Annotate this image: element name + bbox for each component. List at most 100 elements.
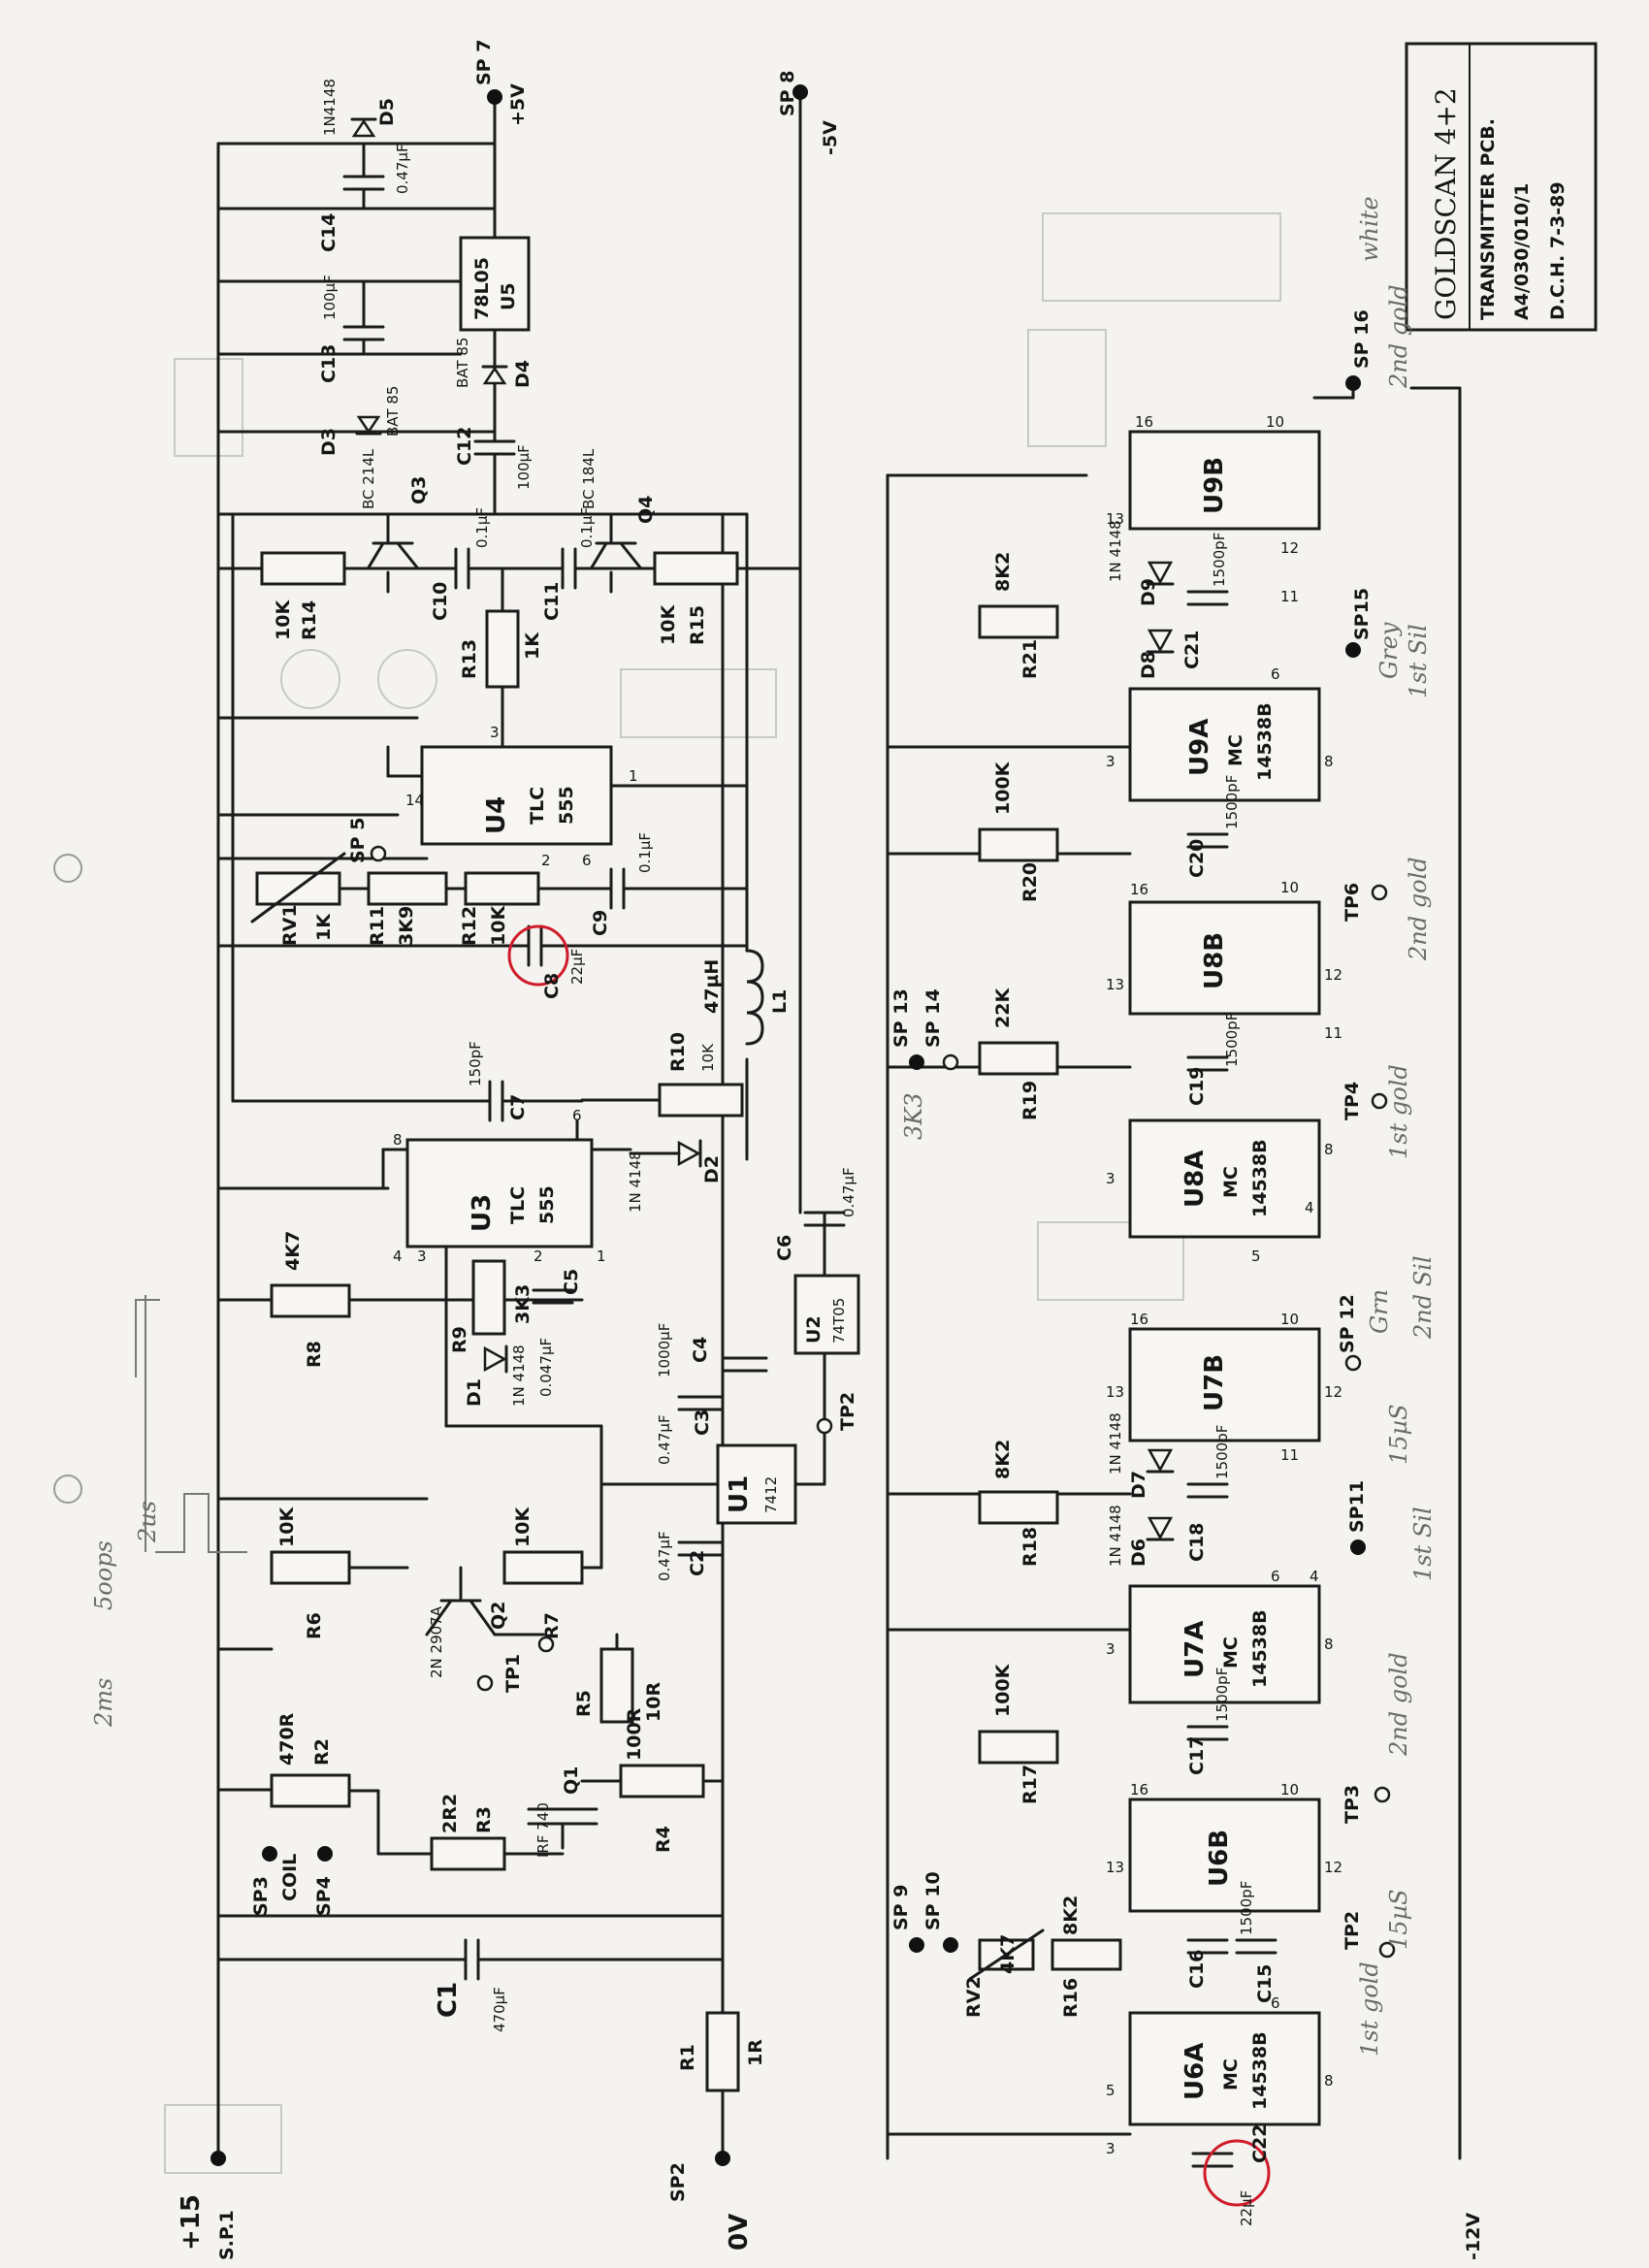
capacitor-c6: C6 0.47µF bbox=[774, 1017, 857, 1278]
plus15-label: +15 bbox=[177, 2194, 206, 2251]
svg-text:BAT 85: BAT 85 bbox=[454, 338, 471, 388]
svg-text:1500pF: 1500pF bbox=[1213, 1425, 1231, 1479]
svg-text:3K3: 3K3 bbox=[900, 1093, 927, 1140]
svg-text:TP2: TP2 bbox=[1342, 1911, 1363, 1950]
ic-u1: U1 7412 bbox=[599, 1351, 826, 1525]
svg-text:1N 4148: 1N 4148 bbox=[1107, 520, 1124, 582]
svg-text:C5: C5 bbox=[561, 1269, 582, 1295]
ic-u7a: U7A MC 14538B 3 8 6 4 bbox=[1106, 1568, 1334, 1704]
svg-text:R4: R4 bbox=[653, 1826, 674, 1853]
sp2-label: SP2 bbox=[667, 2162, 689, 2202]
svg-text:RV2: RV2 bbox=[963, 1976, 985, 2018]
svg-text:C6: C6 bbox=[774, 1235, 795, 1261]
svg-text:4: 4 bbox=[1305, 1199, 1314, 1216]
svg-text:R7: R7 bbox=[541, 1612, 563, 1639]
svg-text:U9A: U9A bbox=[1185, 719, 1214, 776]
svg-text:10: 10 bbox=[1280, 1311, 1299, 1328]
svg-text:TP3: TP3 bbox=[1342, 1785, 1363, 1824]
svg-text:1500pF: 1500pF bbox=[1238, 1881, 1255, 1935]
svg-text:7412: 7412 bbox=[762, 1476, 780, 1513]
svg-text:1st gold: 1st gold bbox=[1356, 1961, 1383, 2057]
svg-text:8K2: 8K2 bbox=[992, 1440, 1014, 1479]
resistor-r12: R12 10K bbox=[444, 871, 584, 946]
svg-text:8: 8 bbox=[393, 1131, 403, 1149]
capacitor-c22: C22 22µF bbox=[1191, 2124, 1271, 2226]
u5-regulator: 78L05 U5 bbox=[459, 236, 531, 409]
svg-text:16: 16 bbox=[1130, 1781, 1148, 1798]
svg-text:10K: 10K bbox=[276, 1507, 298, 1547]
transistor-q4: Q4 BC 184L bbox=[580, 448, 657, 594]
svg-text:13: 13 bbox=[1106, 1383, 1124, 1401]
svg-text:2: 2 bbox=[541, 852, 551, 869]
diode-d6: D6 1N 4148 bbox=[1107, 1505, 1175, 1567]
svg-text:C16: C16 bbox=[1186, 1950, 1208, 1989]
svg-text:SP 12: SP 12 bbox=[1337, 1294, 1358, 1353]
svg-text:12: 12 bbox=[1280, 539, 1299, 557]
resistor-r15: 10K R15 bbox=[609, 551, 802, 645]
svg-text:R9: R9 bbox=[449, 1326, 470, 1353]
minus5-label: -5V bbox=[820, 120, 841, 155]
zero-v-label: 0V bbox=[725, 2214, 754, 2251]
svg-text:D4: D4 bbox=[512, 360, 534, 388]
svg-text:R14: R14 bbox=[299, 600, 320, 640]
binder-holes bbox=[53, 854, 82, 1504]
svg-text:Q3: Q3 bbox=[408, 476, 430, 504]
monostable-section-wiring bbox=[886, 381, 1355, 2160]
svg-text:R8: R8 bbox=[304, 1341, 325, 1368]
svg-text:16: 16 bbox=[1130, 881, 1148, 898]
svg-text:SP 5: SP 5 bbox=[347, 818, 369, 863]
svg-text:C19: C19 bbox=[1186, 1067, 1208, 1106]
ic-u9a: U9A MC 14538B 3 8 6 bbox=[1106, 665, 1334, 802]
svg-text:2us: 2us bbox=[134, 1501, 161, 1543]
svg-text:100µF: 100µF bbox=[321, 275, 339, 320]
ic-u8a: U8A MC 14538B 3 8 4 5 bbox=[1106, 1118, 1334, 1265]
svg-text:SP 14: SP 14 bbox=[922, 988, 944, 1048]
capacitor-c7: 150pF C7 bbox=[231, 1041, 584, 1122]
resistor-r7: 10K R7 bbox=[502, 1424, 603, 1639]
power-rails: +15 S.P.1 0V SP2 +5V SP 7 -5V SP 8 -12V bbox=[177, 40, 1484, 2260]
svg-text:10: 10 bbox=[1280, 1781, 1299, 1798]
svg-text:6: 6 bbox=[572, 1107, 582, 1124]
svg-text:R15: R15 bbox=[687, 605, 708, 645]
ic-u6a: U6A MC 14538B 5 3 8 6 bbox=[1106, 1994, 1334, 2157]
svg-text:R19: R19 bbox=[1019, 1081, 1041, 1120]
svg-text:D5: D5 bbox=[376, 98, 398, 126]
svg-text:78L05: 78L05 bbox=[471, 257, 493, 320]
svg-text:SP 16: SP 16 bbox=[1351, 309, 1373, 369]
svg-text:R1: R1 bbox=[677, 2044, 698, 2071]
svg-text:C12: C12 bbox=[454, 427, 475, 466]
test-point-sp12: SP 12 bbox=[1337, 1294, 1362, 1372]
svg-text:74T05: 74T05 bbox=[830, 1298, 848, 1344]
svg-text:D2: D2 bbox=[701, 1155, 723, 1183]
svg-text:13: 13 bbox=[1106, 510, 1124, 528]
svg-text:BC 214L: BC 214L bbox=[360, 448, 377, 509]
svg-text:R16: R16 bbox=[1060, 1978, 1082, 2018]
svg-text:U8A: U8A bbox=[1180, 1150, 1210, 1208]
svg-text:D9: D9 bbox=[1138, 578, 1159, 606]
capacitor-c14: C14 0.47µF bbox=[318, 142, 411, 252]
svg-text:470R: 470R bbox=[276, 1712, 298, 1766]
resistor-r4: 100R R4 bbox=[580, 1707, 725, 1853]
svg-text:RV1: RV1 bbox=[279, 904, 301, 946]
svg-text:SP3: SP3 bbox=[250, 1876, 272, 1916]
title-text: GOLDSCAN 4+2 bbox=[1430, 87, 1462, 320]
capacitor-c4: C4 1000µF bbox=[656, 1323, 768, 1377]
svg-text:U4: U4 bbox=[482, 796, 511, 834]
bleed-through-artwork bbox=[164, 212, 1281, 2174]
svg-text:6: 6 bbox=[582, 852, 592, 869]
svg-text:11: 11 bbox=[1280, 588, 1299, 605]
svg-text:U3: U3 bbox=[468, 1194, 497, 1232]
svg-text:0.1µF: 0.1µF bbox=[636, 832, 654, 873]
svg-text:3: 3 bbox=[1106, 1170, 1116, 1187]
svg-text:22K: 22K bbox=[992, 988, 1014, 1028]
svg-text:1st Sil: 1st Sil bbox=[1405, 624, 1432, 698]
svg-text:C3: C3 bbox=[692, 1409, 713, 1436]
svg-text:100R: 100R bbox=[624, 1707, 645, 1761]
sp1-label: S.P.1 bbox=[216, 2210, 238, 2260]
test-point-sp5: SP 5 bbox=[347, 818, 387, 863]
svg-text:0.47µF: 0.47µF bbox=[656, 1531, 673, 1581]
svg-text:SP 13: SP 13 bbox=[890, 988, 912, 1048]
drawing-number: A4/030/010/1 bbox=[1511, 183, 1533, 320]
svg-text:R21: R21 bbox=[1019, 639, 1041, 679]
svg-text:0.47µF: 0.47µF bbox=[840, 1167, 857, 1217]
